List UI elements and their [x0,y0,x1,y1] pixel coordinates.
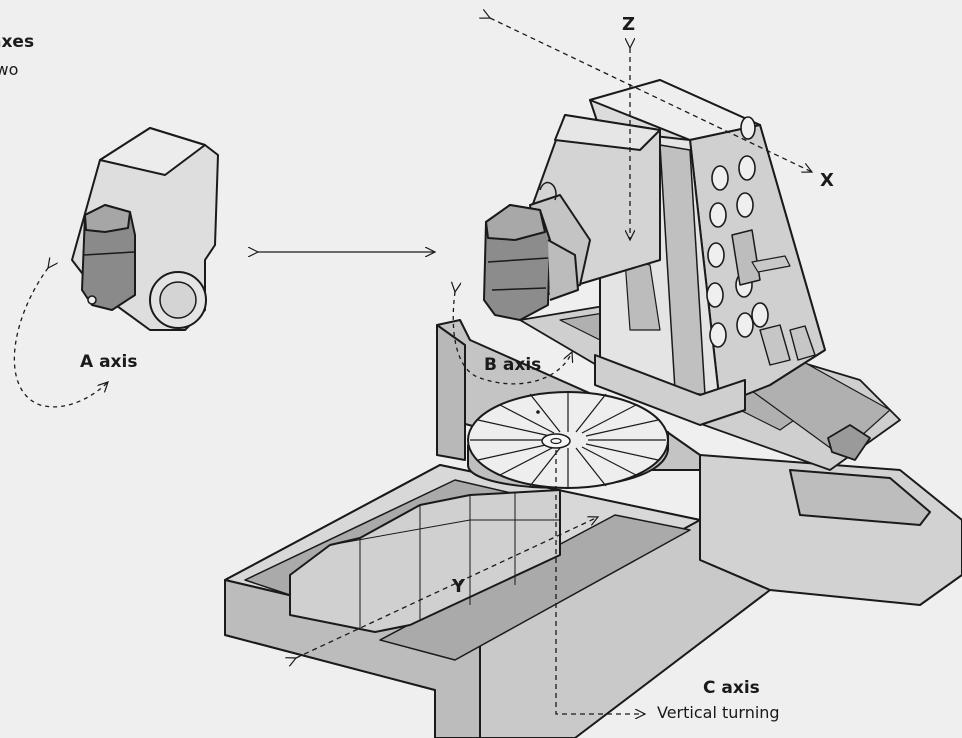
x-axis-arrow [490,18,812,172]
a-axis-arrow [13,268,108,408]
machine-bed [224,454,962,738]
y-axis-arrow [296,517,598,658]
header-title: axes [0,32,35,52]
b-axis-label: B axis [484,355,542,375]
c-axis-caption: Vertical turning [657,703,780,722]
c-axis-label: C axis [703,678,760,698]
header-subtitle: d two [0,60,19,79]
y-axis-label: Y [452,576,466,597]
rotary-table [467,391,669,489]
a-axis-label: A axis [80,352,138,372]
x-axis-label: X [820,170,834,191]
c-axis-leader [555,450,645,714]
axis-arrows [13,18,812,714]
z-axis-label: Z [622,14,636,35]
spindle-head-a [71,127,219,331]
b-axis-arrow [453,292,572,385]
